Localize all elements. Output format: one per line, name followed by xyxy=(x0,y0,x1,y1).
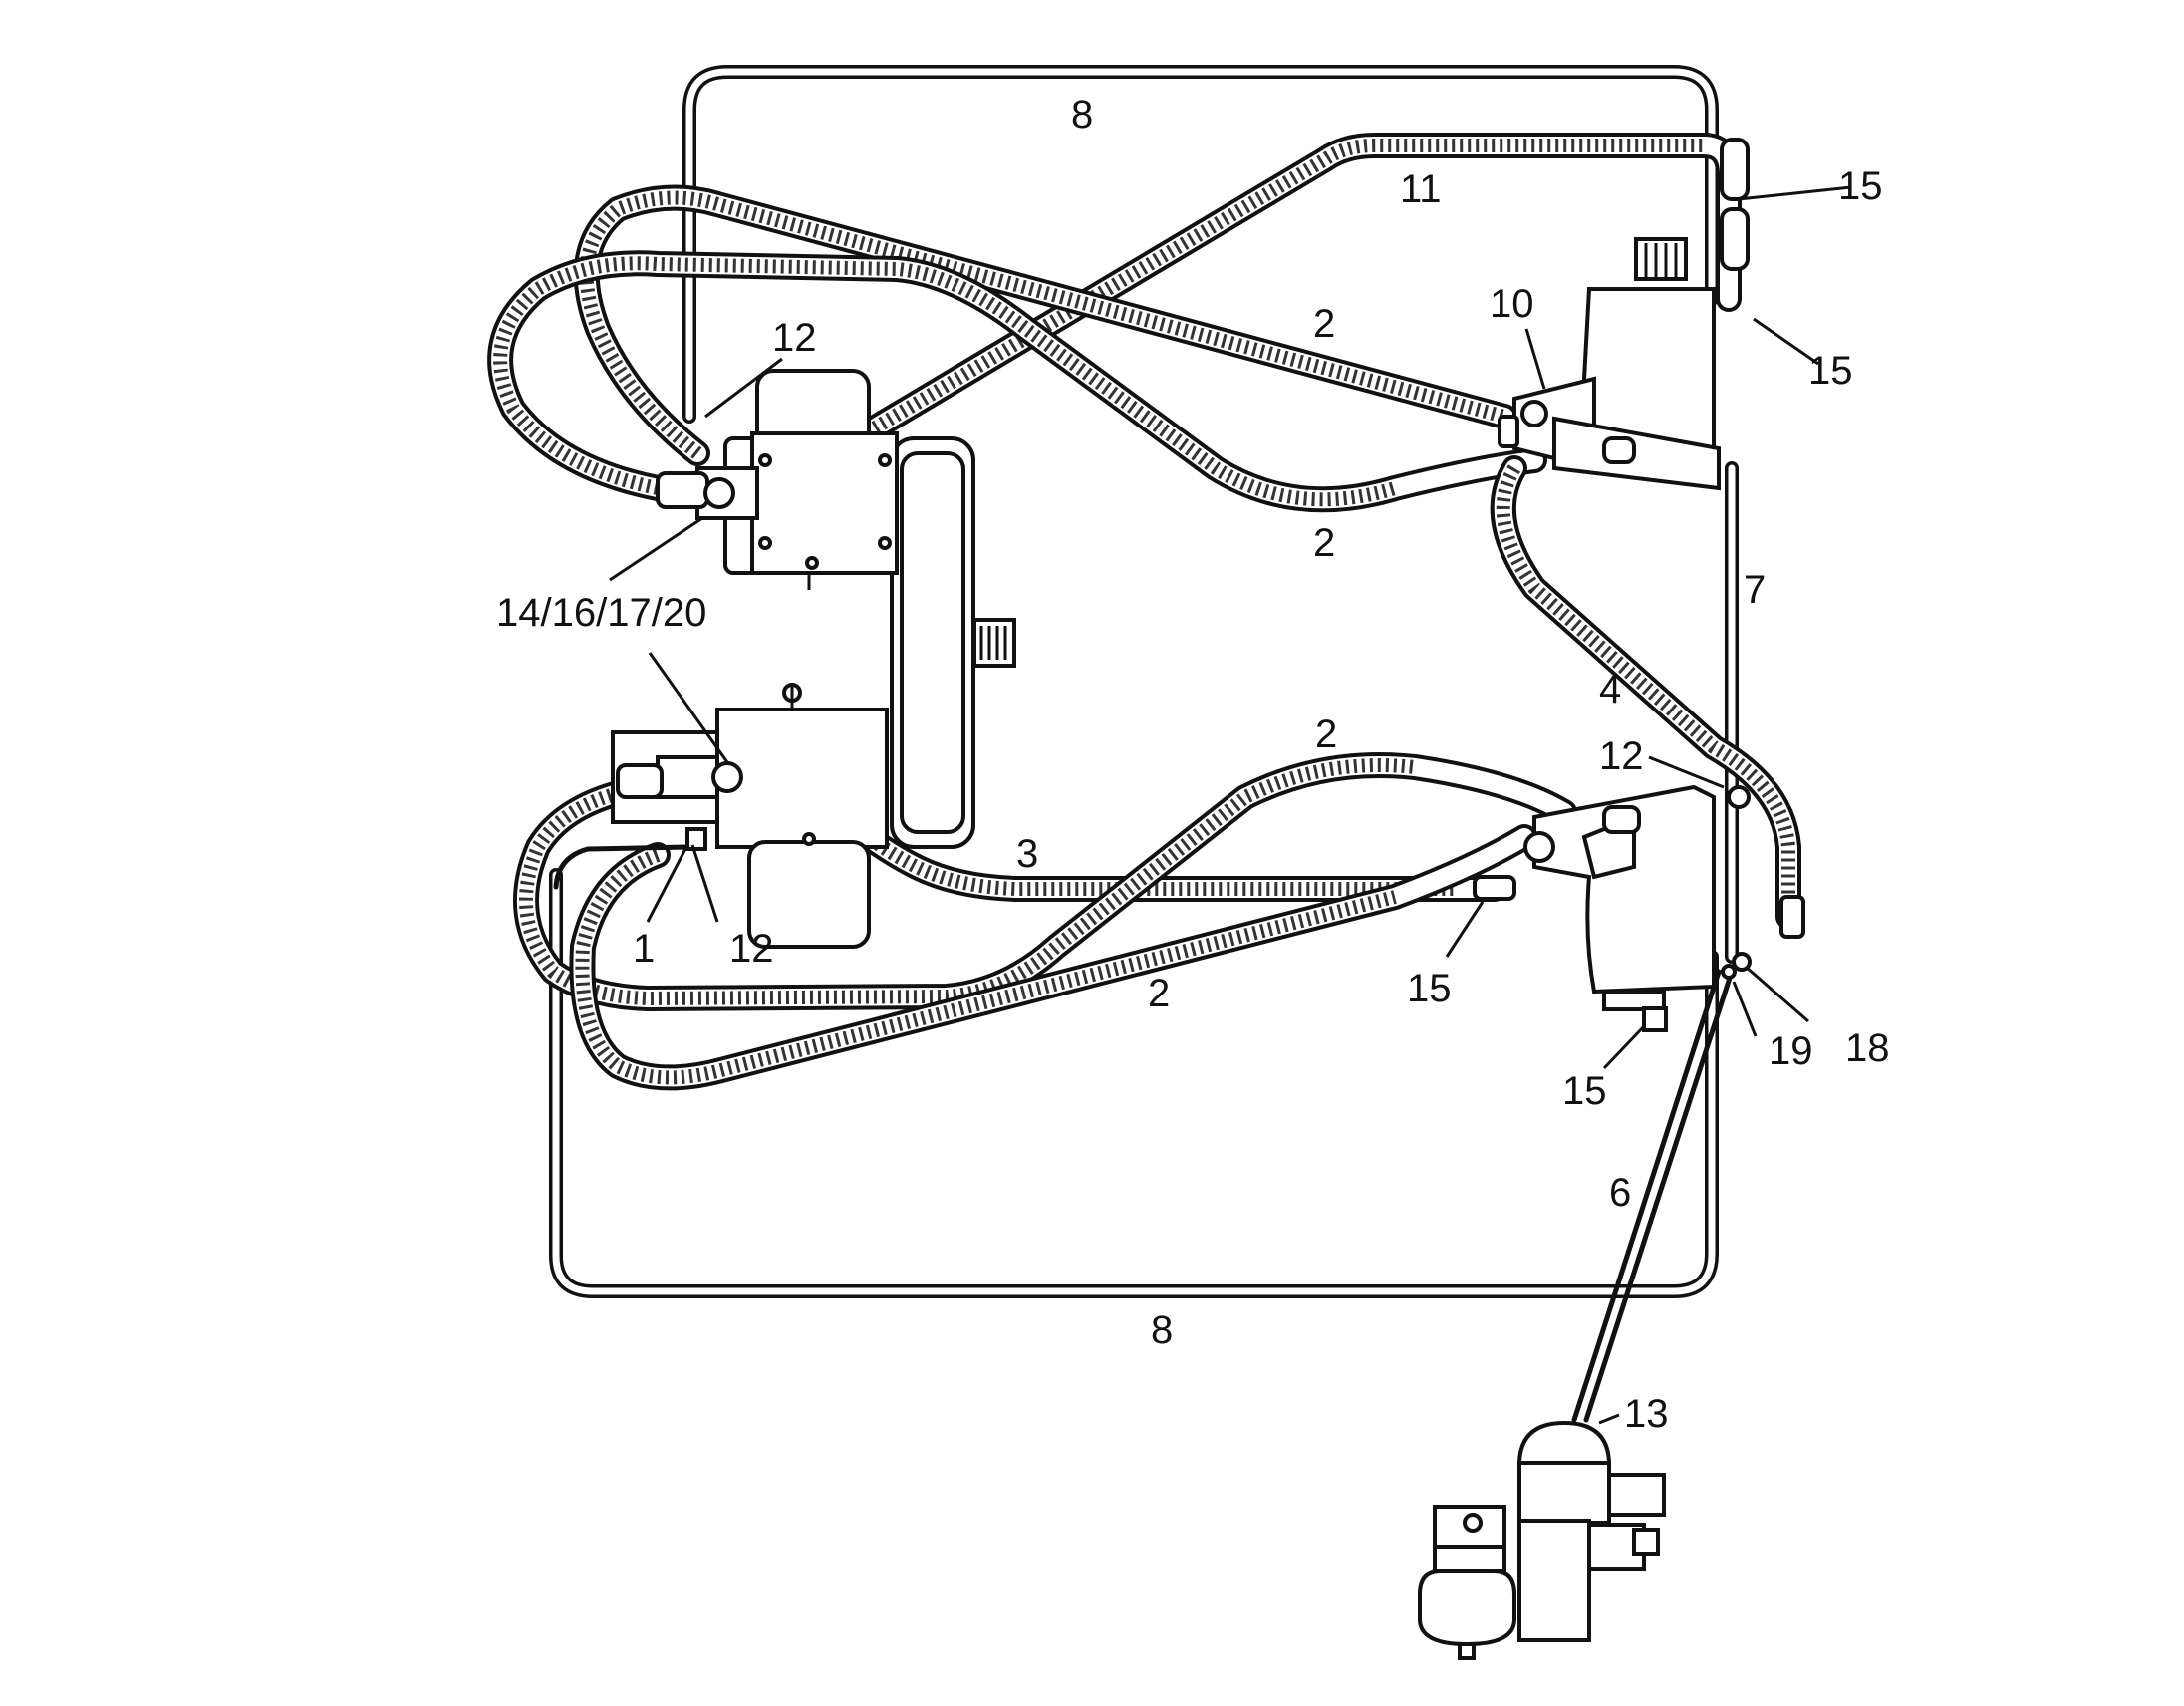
hose-2-lower-b xyxy=(569,824,1537,1091)
callout-11: 11 xyxy=(1400,167,1442,211)
callout-15-top: 15 xyxy=(1838,164,1883,208)
callout-4: 4 xyxy=(1599,668,1621,711)
callout-12-upper: 12 xyxy=(772,316,817,360)
callout-labels: 8 11 15 15 10 2 12 2 7 14/16/17/20 4 2 1… xyxy=(496,93,1890,1436)
leader-lines xyxy=(609,185,1852,1425)
callout-3: 3 xyxy=(1016,832,1038,876)
lower-pump xyxy=(611,683,889,949)
pipe-8-lower xyxy=(549,868,1719,1298)
callout-14-16-17-20: 14/16/17/20 xyxy=(496,591,706,635)
callout-6: 6 xyxy=(1609,1171,1631,1215)
callout-12-right: 12 xyxy=(1599,734,1644,778)
callout-2-upper: 2 xyxy=(1313,302,1335,346)
hose-4 xyxy=(1490,455,1801,930)
lower-motor xyxy=(1473,784,1716,1032)
callout-15-upper-right: 15 xyxy=(1808,349,1853,393)
callout-1: 1 xyxy=(633,927,655,971)
tube-1 xyxy=(553,844,690,890)
hose-2-upper-b xyxy=(487,250,1547,513)
right-fittings xyxy=(1720,138,1805,980)
callout-2-lower: 2 xyxy=(1148,972,1170,1015)
pipe-8-upper xyxy=(682,65,1719,424)
callout-10: 10 xyxy=(1490,282,1534,326)
valve-accumulator xyxy=(1418,1420,1666,1660)
hose-2-lower-a xyxy=(513,752,1577,1011)
upper-pump xyxy=(656,369,899,590)
callout-19: 19 xyxy=(1769,1029,1813,1073)
upper-motor xyxy=(1498,237,1721,491)
callout-2-middle: 2 xyxy=(1313,521,1335,565)
callout-2-lower-upper: 2 xyxy=(1315,712,1337,756)
callout-13: 13 xyxy=(1624,1392,1669,1436)
tube-6 xyxy=(1571,969,1735,1423)
callout-18: 18 xyxy=(1845,1026,1890,1070)
callout-8-top: 8 xyxy=(1071,93,1093,137)
drive-gearbox xyxy=(890,436,1016,849)
callout-12-lower: 12 xyxy=(729,927,774,971)
callout-8-bottom: 8 xyxy=(1151,1308,1173,1352)
callout-15-lower: 15 xyxy=(1562,1069,1607,1113)
callout-15-lower-mid: 15 xyxy=(1407,967,1452,1010)
callout-7: 7 xyxy=(1744,568,1766,612)
